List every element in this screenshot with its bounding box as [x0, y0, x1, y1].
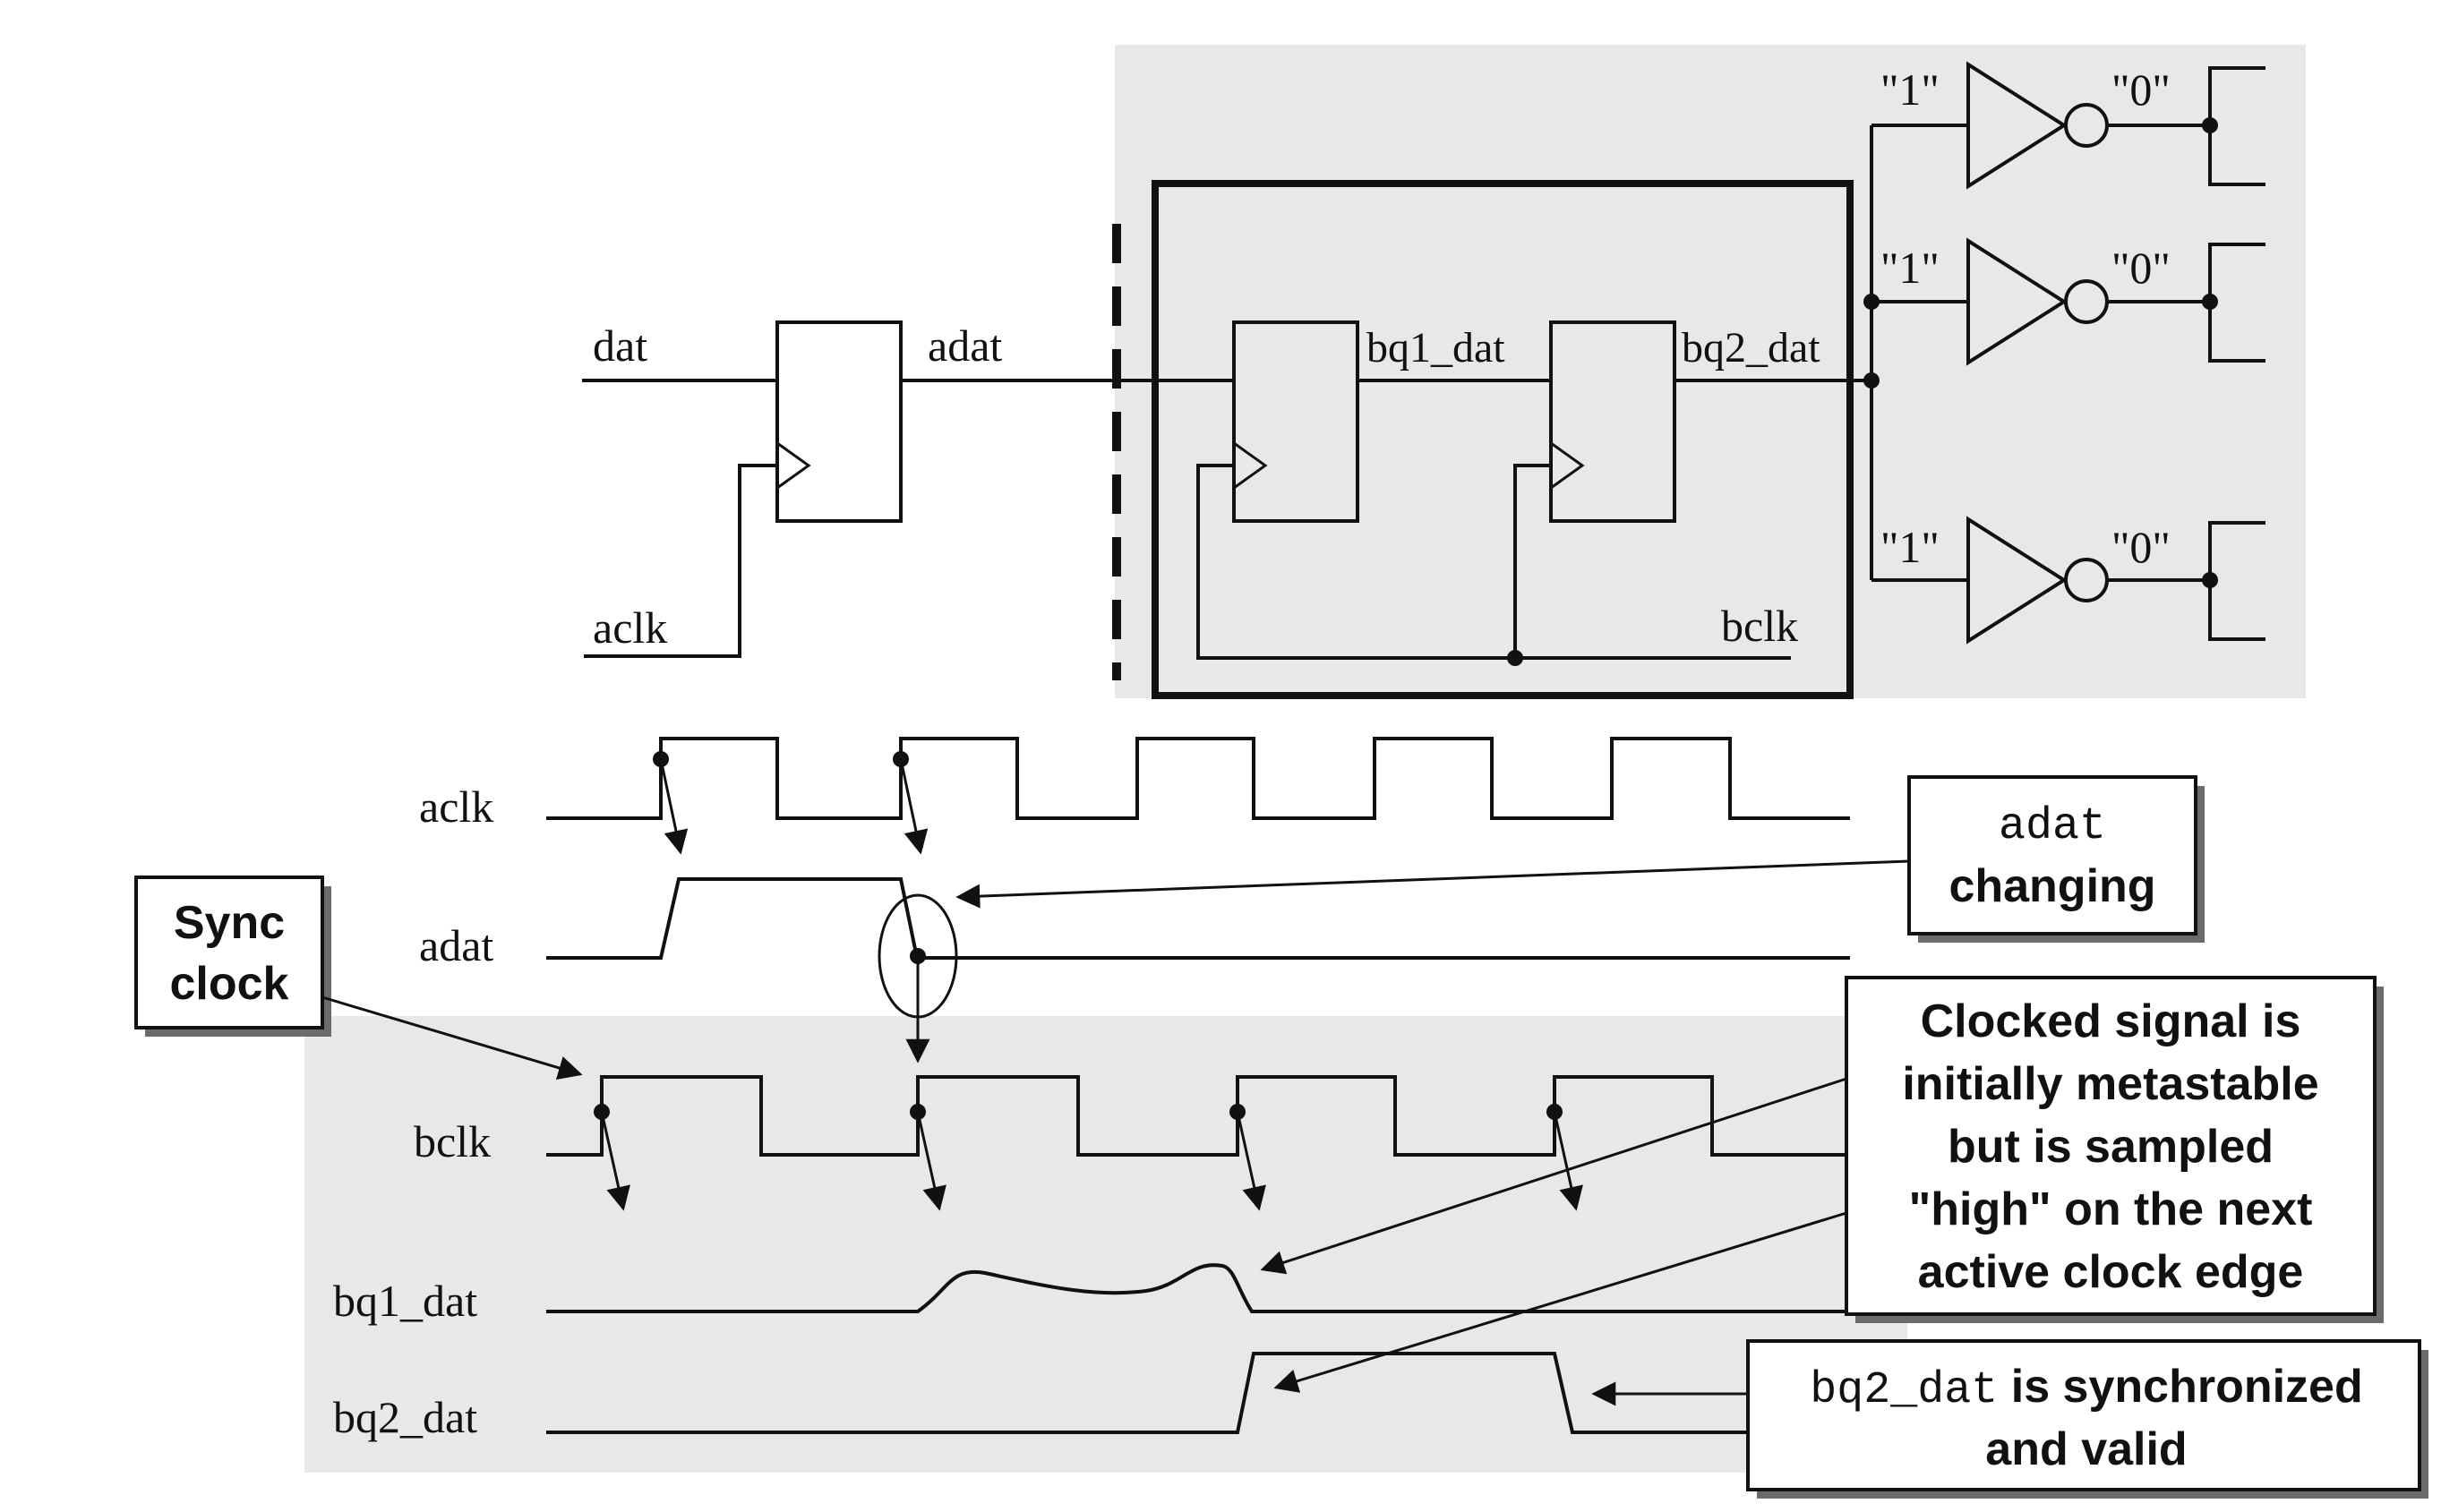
callout-metastable: Clocked signal is initially metastable b… [1260, 976, 2384, 1393]
flop-b2-clock-symbol [1550, 441, 1585, 490]
bq1-waveform [546, 1263, 1850, 1313]
schematic: dat aclk adat bq1_dat bq2_dat bclk [582, 61, 2265, 699]
flop-a [775, 320, 903, 523]
callout-sync-line1: Sync [174, 897, 285, 949]
inverter-2 [1966, 237, 2068, 366]
timing-diagram: aclk adat bclk bq1_dat bq2_dat [333, 737, 1850, 1442]
callout-adat-arrow [955, 859, 1910, 909]
bclk-junction [1507, 650, 1523, 666]
bq2-waveform [546, 1352, 1746, 1434]
bclk-edge-2-arrow [916, 1111, 946, 1211]
callout-synch-box [1746, 1339, 2421, 1491]
callout-synchronized: bq2_dat is synchronized and valid [1591, 1339, 2428, 1499]
flop-a-clock-symbol [776, 441, 811, 490]
synchronizer-box [1152, 180, 1854, 699]
bclk-edge-4-arrow [1553, 1111, 1583, 1211]
timing-aclk-label: aclk [419, 782, 493, 832]
callout-meta-box [1845, 976, 2377, 1316]
callout-synch-code: bq2_dat [1810, 1365, 1998, 1416]
fanout-junction-2 [1863, 372, 1880, 389]
inv1-input-value: "1" [1880, 64, 1940, 115]
callout-sync-clock: Sync clock [134, 876, 583, 1080]
aclk-edge-2-arrow [899, 758, 929, 855]
inv1-load [2208, 66, 2265, 186]
callout-meta-line3: but is sampled [1948, 1121, 2274, 1173]
timing-adat-label: adat [419, 920, 493, 970]
bclk-waveform [546, 1075, 1850, 1157]
aclk-waveform [546, 737, 1850, 820]
inv2-load [2208, 243, 2265, 363]
shade-timing-bclk [304, 1016, 1907, 1473]
callout-meta-line2: initially metastable [1902, 1058, 2318, 1110]
callout-meta-arrow-bq1 [1260, 1077, 1847, 1275]
timing-bclk-label: bclk [414, 1116, 491, 1166]
callout-adat-box [1907, 775, 2197, 935]
inv2-output-value: "0" [2111, 243, 2171, 293]
callout-adat-text: changing [1949, 860, 2155, 912]
callout-meta-line5: active clock edge [1918, 1246, 2304, 1298]
inv3-load [2208, 521, 2265, 641]
shade-sync-domain [1115, 45, 2306, 698]
callout-sync-arrow [321, 995, 583, 1080]
inverter-1 [1966, 61, 2068, 190]
bclk-wire [1196, 464, 1791, 660]
callout-synch-rest: is synchronized [1998, 1361, 2362, 1413]
aclk-wire [584, 464, 777, 658]
flop-b1-clock-symbol [1233, 441, 1268, 490]
callout-sync-box [134, 876, 324, 1029]
callout-adat-changing: adat changing [955, 775, 2205, 943]
timing-bq1-label: bq1_dat [333, 1276, 477, 1326]
timing-bq2-label: bq2_dat [333, 1392, 477, 1442]
bclk-label: bclk [1721, 601, 1798, 651]
bclk-edge-3-arrow [1236, 1111, 1266, 1211]
inv3-output-value: "0" [2111, 522, 2171, 572]
bclk-branch [1513, 464, 1551, 658]
bq1-label: bq1_dat [1366, 324, 1505, 372]
inv2-input-value: "1" [1880, 243, 1940, 293]
callout-meta-line1: Clocked signal is [1921, 995, 2301, 1047]
dat-label: dat [593, 320, 647, 371]
inv3-input-value: "1" [1880, 522, 1940, 572]
callout-adat-code: adat [1999, 801, 2106, 852]
flop-b1 [1232, 320, 1359, 523]
adat-waveform [546, 877, 1850, 960]
adat-label: adat [928, 320, 1002, 371]
callout-meta-arrow-bq2 [1273, 1211, 1847, 1393]
bclk-edge-1-arrow [600, 1111, 630, 1211]
inverter-3 [1966, 516, 2068, 645]
aclk-edge-1-arrow [659, 758, 689, 855]
callout-synch-line1: bq2_dat is synchronized [1810, 1361, 2363, 1416]
callout-sync-line2: clock [170, 958, 289, 1010]
callout-meta-line4: "high" on the next [1909, 1183, 2313, 1235]
inv1-output-value: "0" [2111, 64, 2171, 115]
flop-b2 [1549, 320, 1676, 523]
aclk-label: aclk [593, 602, 667, 653]
bq2-label: bq2_dat [1682, 324, 1820, 372]
callout-synch-line2: and valid [1985, 1423, 2187, 1475]
